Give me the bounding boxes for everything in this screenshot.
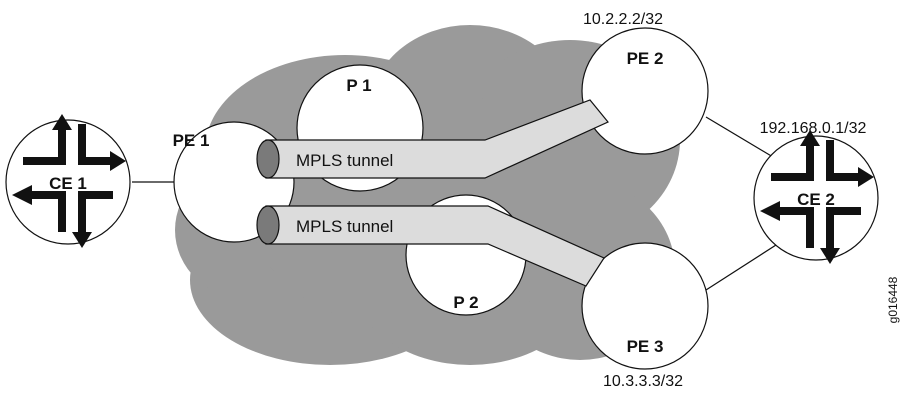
ce1-router-arrows-icon <box>12 114 126 248</box>
pe2-router: PE 2 <box>581 27 709 155</box>
p2-label: P 2 <box>453 293 478 312</box>
ce1-router: CE 1 <box>5 114 131 248</box>
ce1-label: CE 1 <box>49 174 87 193</box>
mpls-tunnel-1: MPLS tunnel <box>256 99 609 179</box>
ce2-router-arrows-icon <box>760 130 874 264</box>
figure-id: g016448 <box>886 276 900 323</box>
tunnel-2-label: MPLS tunnel <box>296 217 393 236</box>
ce2-address: 192.168.0.1/32 <box>760 120 867 137</box>
pe3-label: PE 3 <box>627 337 664 356</box>
tunnel-1-label: MPLS tunnel <box>296 151 393 170</box>
ce2-label: CE 2 <box>797 190 835 209</box>
p1-label: P 1 <box>346 76 371 95</box>
pe2-address: 10.2.2.2/32 <box>583 11 663 28</box>
pe3-address: 10.3.3.3/32 <box>603 373 683 390</box>
tunnel-1-cap <box>256 139 280 179</box>
pe1-label: PE 1 <box>173 131 210 150</box>
link-pe2-ce2 <box>705 116 779 161</box>
pe2-label: PE 2 <box>627 49 664 68</box>
pe3-router: PE 3 <box>581 242 709 370</box>
tunnel-2-cap <box>256 205 280 245</box>
ce2-router: CE 2 <box>753 130 879 264</box>
mpls-tunnel-2: MPLS tunnel <box>256 205 605 287</box>
